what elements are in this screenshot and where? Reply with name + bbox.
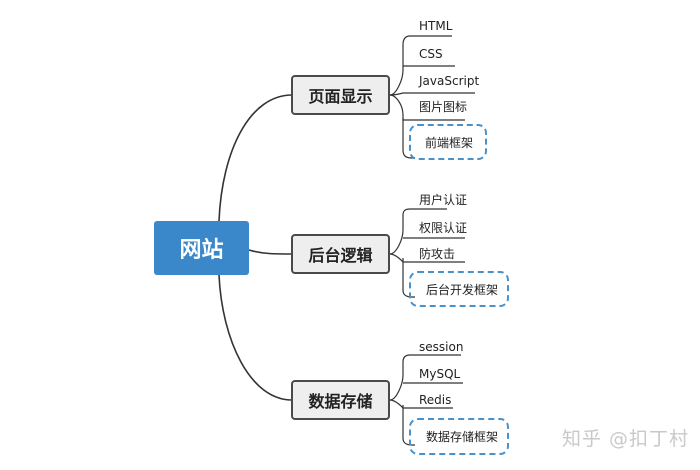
leaf-1-5-box xyxy=(409,124,487,160)
leaf-1-2: CSS xyxy=(419,47,443,61)
connector-root-branch-2 xyxy=(248,249,293,255)
leaf-1-4: 图片图标 xyxy=(419,100,468,114)
leaf-2-4: 后台开发框架 xyxy=(426,283,499,297)
root-node: 网站 xyxy=(154,221,249,275)
connector-root-branch-3 xyxy=(218,274,293,401)
branch-1-connectors xyxy=(389,35,475,159)
watermark: 知乎 @扣丁村 xyxy=(562,428,690,450)
leaf-1-1: HTML xyxy=(419,19,453,33)
leaf-3-1: session xyxy=(419,340,464,354)
leaf-3-4: 数据存储框架 xyxy=(426,430,499,444)
branch-node-3: 数据存储 xyxy=(291,380,390,420)
leaf-2-4-box xyxy=(409,271,509,307)
branch-3-connectors xyxy=(389,354,463,446)
leaf-3-4-box xyxy=(409,418,509,455)
branch-2-connectors xyxy=(389,208,465,298)
leaf-1-5: 前端框架 xyxy=(425,136,474,150)
leaf-2-1: 用户认证 xyxy=(419,193,468,207)
leaf-2-2: 权限认证 xyxy=(419,221,468,235)
branch-node-2: 后台逻辑 xyxy=(291,234,390,274)
leaf-1-3: JavaScript xyxy=(419,74,480,88)
leaf-3-3: Redis xyxy=(419,393,452,407)
connector-root-branch-1 xyxy=(218,94,293,222)
branch-node-1: 页面显示 xyxy=(291,75,390,115)
leaf-3-2: MySQL xyxy=(419,367,461,381)
leaf-2-3: 防攻击 xyxy=(419,247,456,261)
